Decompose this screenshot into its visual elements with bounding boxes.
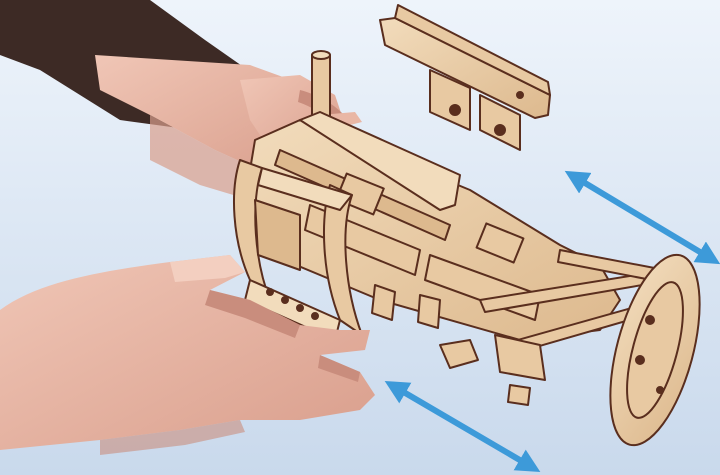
assembly-illustration [0, 0, 720, 475]
illustration-stage [0, 0, 720, 475]
